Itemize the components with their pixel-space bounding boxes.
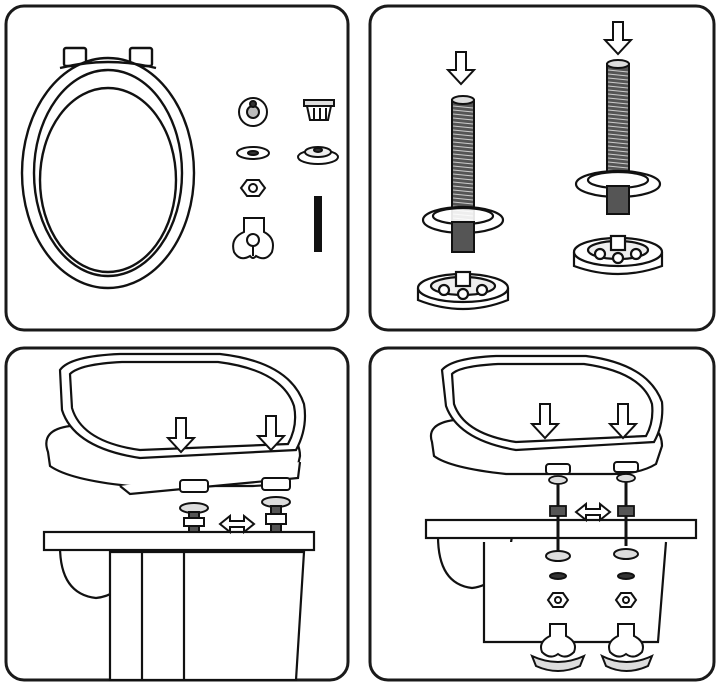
toilet-bowl bbox=[42, 530, 316, 682]
toilet-seat-and-lid bbox=[429, 354, 664, 476]
hinge-bracket-icon bbox=[530, 623, 654, 672]
plug-insert-part bbox=[303, 99, 335, 121]
hinge-bracket-icon bbox=[179, 477, 291, 493]
panel-bolt-fastening bbox=[366, 346, 720, 684]
hinge-bracket-icon bbox=[545, 461, 639, 475]
conical-washer-part bbox=[297, 146, 339, 165]
double-arrow-icon bbox=[574, 501, 612, 523]
toilet-seat-top-view bbox=[20, 46, 196, 290]
bolt-icon bbox=[548, 475, 568, 552]
down-arrow-icon bbox=[255, 415, 287, 452]
down-arrow-icon bbox=[165, 417, 197, 454]
nut-icon bbox=[546, 592, 570, 608]
washer-icon bbox=[545, 550, 571, 580]
down-arrow-icon bbox=[602, 21, 634, 56]
panel-bolt-assembly bbox=[366, 0, 720, 337]
bolt-base-nut bbox=[416, 270, 510, 311]
hinge-bracket-icon bbox=[232, 217, 274, 260]
toilet-seat-and-lid bbox=[45, 352, 307, 496]
washer-icon bbox=[613, 548, 639, 580]
rubber-bushing-part bbox=[238, 97, 268, 127]
down-arrow-icon bbox=[445, 51, 477, 86]
nut-icon bbox=[239, 179, 267, 197]
toilet-bowl bbox=[424, 518, 698, 644]
panel-parts-overview bbox=[0, 0, 354, 337]
bolt-icon bbox=[179, 496, 291, 533]
washer-icon bbox=[236, 146, 270, 160]
bolt-icon bbox=[314, 196, 322, 252]
washer-icon bbox=[421, 205, 505, 235]
double-arrow-icon bbox=[218, 513, 256, 535]
down-arrow-icon bbox=[607, 403, 639, 440]
nut-icon bbox=[614, 592, 638, 608]
panel-seat-alignment bbox=[0, 346, 354, 684]
bolt-base-nut bbox=[572, 234, 664, 276]
bolt-icon bbox=[616, 473, 636, 546]
down-arrow-icon bbox=[529, 403, 561, 440]
